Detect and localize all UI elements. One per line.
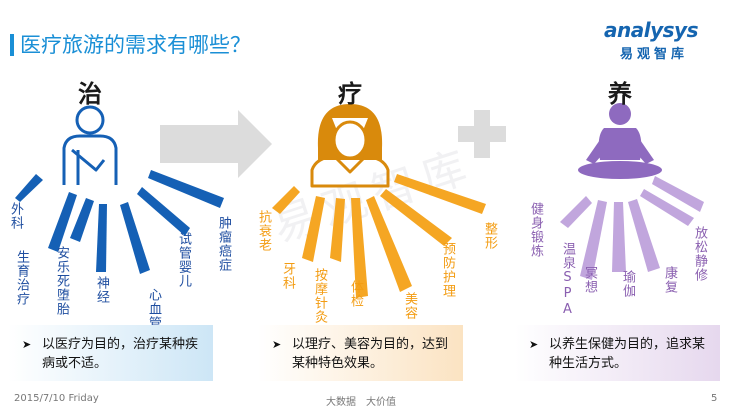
analysys-logo: analysys 易观智库 [592, 18, 720, 62]
treat-note-line2: 病或不适。 [42, 356, 108, 371]
plus-icon [458, 110, 506, 158]
treat-label-cardio: 心血管 [146, 288, 161, 330]
nurture-label-rehab: 康复 [662, 266, 677, 294]
patient-icon [62, 105, 118, 185]
footer-date: 2015/7/10 Friday [14, 393, 99, 404]
care-label-preventive: 预防护理 [440, 242, 455, 298]
nurture-label-retreat: 放松静修 [692, 226, 707, 282]
nurture-note-box: ➤ 以养生保健为目的，追求某 种生活方式。 [515, 325, 720, 381]
slide-title: 医疗旅游的需求有哪些？ [20, 33, 251, 57]
care-note-line1: 以理疗、美容为目的，达到 [292, 337, 449, 352]
treat-label-euthanasia: 安乐死堕胎 [54, 246, 69, 316]
care-label-massage: 按摩针灸 [312, 268, 327, 324]
heading-treat: 治 [78, 80, 102, 108]
logo-text-cn: 易观智库 [620, 47, 689, 62]
treat-label-ivf: 试管婴儿 [176, 232, 191, 288]
nurture-label-yoga: 瑜伽 [620, 270, 635, 298]
treat-note-line1: 以医疗为目的，治疗某种疾 [42, 337, 199, 352]
treat-rays [15, 170, 224, 274]
nurture-label-fitness: 健身锻炼 [528, 202, 543, 258]
nurture-rays [560, 176, 704, 280]
nurture-note-line1: 以养生保健为目的，追求某 [549, 337, 706, 352]
treat-label-neurology: 神经 [94, 276, 109, 304]
nurture-label-spa: 温泉SPA [560, 242, 575, 318]
care-note-box: ➤ 以理疗、美容为目的，达到 某种特色效果。 [258, 325, 463, 381]
treat-label-fertility: 生育治疗 [14, 250, 29, 306]
treat-label-surgery: 外科 [8, 202, 23, 230]
treat-note-box: ➤ 以医疗为目的，治疗某种疾 病或不适。 [8, 325, 213, 381]
nurture-note-line2: 种生活方式。 [549, 356, 628, 371]
right-arrow-icon [160, 110, 272, 178]
care-label-dental: 牙科 [280, 262, 295, 290]
bullet-arrow-icon: ➤ [529, 338, 539, 351]
care-note-line2: 某种特色效果。 [292, 356, 384, 371]
heading-care: 疗 [338, 80, 362, 108]
nurture-label-meditation: 冥想 [582, 266, 597, 294]
logo-text-en: analysys [604, 18, 698, 42]
care-label-antiaging: 抗衰老 [256, 210, 271, 252]
care-label-plastic: 整形 [482, 222, 497, 250]
treat-label-oncology: 肿瘤癌症 [216, 216, 231, 272]
nurse-icon [310, 104, 390, 188]
title-accent-bar [10, 34, 14, 56]
heading-nurture: 养 [608, 80, 632, 108]
bullet-arrow-icon: ➤ [272, 338, 282, 351]
page-number: 5 [711, 393, 718, 404]
care-label-cosmetic: 美容 [402, 292, 417, 320]
care-label-checkup: 体检 [348, 280, 363, 308]
care-rays [272, 174, 486, 298]
meditation-icon [578, 103, 662, 179]
footer-slogan: 大数据 大价值 [326, 397, 396, 408]
bullet-arrow-icon: ➤ [22, 338, 32, 351]
